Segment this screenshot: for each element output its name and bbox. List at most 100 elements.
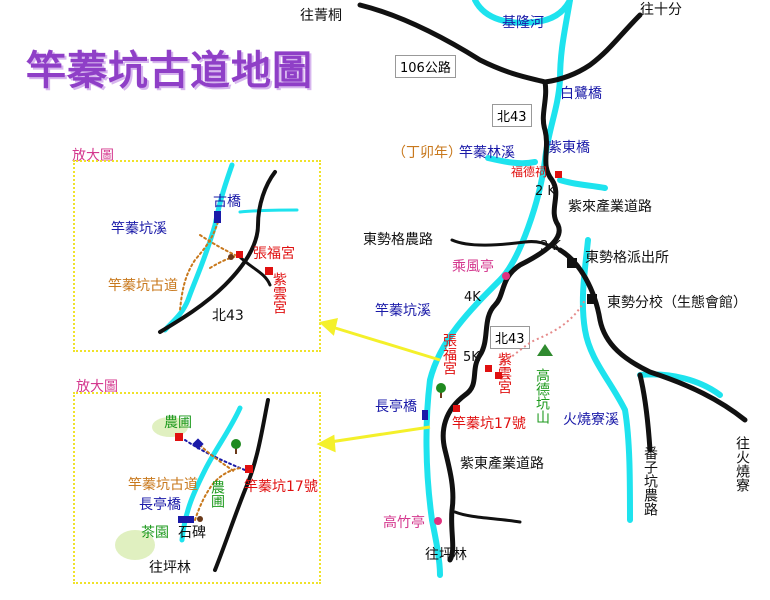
road-to-shifen (542, 12, 643, 85)
inset1-label-zhangfu: 張福宮 (253, 246, 295, 262)
label-chengfeng-pavilion: 乘風亭 (452, 258, 494, 275)
ganzhen-forest-creek (485, 155, 538, 167)
inset2-header: 放大圖 (76, 379, 118, 395)
road-to-jingtong (357, 2, 548, 85)
inset1-road (158, 170, 277, 334)
inset2-label-farm-v: 農圃 (209, 480, 225, 508)
old-trail-dotted (499, 299, 586, 366)
label-ganzhen-creek: 竿蓁坑溪 (375, 303, 431, 319)
label-dongshige-farm-road: 東勢格農路 (363, 232, 433, 248)
label-keelung-river: 基隆河 (502, 14, 544, 31)
inset1-bridge-marker (214, 211, 221, 223)
label-ziyun-temple: 紫雲宮 (496, 352, 512, 394)
road-to-huoshaoliao (557, 247, 748, 423)
map-title: 竿蓁坑古道地圖 (26, 47, 313, 94)
inset1-trail-c (209, 255, 239, 269)
inset1-ziyun-marker (265, 267, 273, 275)
road-fanzikeng (637, 372, 653, 453)
zidong-road (453, 510, 522, 524)
label-to-jingtong: 往菁桐 (300, 8, 342, 24)
label-k2: 2 K (535, 184, 556, 199)
inset2-bridge-marker-a (192, 438, 204, 450)
inset1-label-ziyun: 紫雲宮 (271, 272, 287, 314)
inset2-label-farm: 農圃 (164, 415, 192, 431)
label-gaozhu-pavilion: 高竹亭 (383, 514, 425, 531)
label-to-huoshaoliao: 往火燒寮 (734, 436, 750, 492)
inset1-zhangfu-marker (236, 251, 243, 258)
inset2-label-changting: 長亭橋 (139, 496, 181, 513)
label-school: 東勢分校（生態會館） (607, 294, 747, 311)
zhangfu-temple-marker (485, 365, 492, 372)
inset1-label-trail: 竿蓁坑古道 (108, 278, 178, 294)
label-no17: 竿蓁坑17號 (452, 416, 526, 432)
chengfeng-pavilion-marker (502, 272, 510, 280)
road-north43-label-mid: 北43 (490, 326, 530, 349)
inset2-no17-marker (245, 465, 253, 473)
keelung-river (472, 0, 573, 26)
inset2-tea-blob (115, 530, 155, 560)
police-station-marker (567, 258, 577, 268)
label-k5: 5K (463, 350, 480, 365)
inset1-trail-a (179, 221, 219, 311)
dongshige-farm-road (450, 238, 562, 252)
road-north43-label: 北43 (492, 104, 532, 127)
label-k4: 4K (464, 290, 481, 305)
arrow-to-inset1 (331, 325, 441, 362)
label-fanzikeng-road: 番子坑農路 (642, 446, 658, 516)
label-zhangfu-temple: 張福宮 (441, 333, 457, 375)
tree-icon (436, 383, 446, 398)
inset1-creek-branch (238, 208, 299, 214)
inset1-label-road: 北43 (212, 308, 244, 324)
huoshao-creek-east (637, 371, 723, 398)
label-k3: 3 K (540, 239, 561, 254)
label-dingmao: （丁卯年） (392, 145, 462, 161)
label-huoshao-creek: 火燒寮溪 (563, 411, 619, 428)
label-to-shifen: 往十分 (640, 2, 682, 18)
arrow-to-inset2 (329, 425, 431, 444)
gaode-mountain-marker (537, 344, 553, 356)
inset2-trail-c (194, 467, 241, 521)
huoshao-creek (579, 237, 633, 523)
inset2-label-no17: 竿蓁坑17號 (244, 479, 318, 495)
inset1-creek (162, 162, 235, 333)
inset2-road (213, 398, 270, 572)
label-gaode-mountain: 高德坑山 (534, 367, 550, 424)
changting-bridge-marker (422, 410, 428, 420)
branch-creek (557, 177, 608, 191)
inset2-farm-blob (152, 417, 188, 437)
gaozhu-pavilion-marker (434, 517, 442, 525)
inset1-road-spur (236, 253, 272, 287)
inset2-changting-marker (178, 516, 194, 523)
label-zidong-road: 紫東產業道路 (460, 455, 544, 472)
inset2-label-tea: 茶園 (141, 525, 169, 541)
inset2-creek (179, 405, 243, 543)
inset1-frame (73, 160, 321, 352)
inset1-stone-marker (228, 254, 234, 260)
label-to-pinglin: 往坪林 (425, 547, 467, 563)
inset2-farm-marker (175, 433, 183, 441)
label-zidong-bridge: 紫東橋 (548, 140, 590, 156)
inset1-label-creek: 竿蓁坑溪 (111, 221, 167, 237)
label-fude-shrine: 福德祠 (511, 164, 547, 179)
ziyun-temple-marker (495, 372, 502, 379)
inset2-label-stone: 石碑 (178, 525, 206, 541)
inset1-trail-b (199, 234, 236, 256)
label-changting-bridge: 長亭橋 (375, 398, 417, 415)
label-zilai-road: 紫來產業道路 (568, 198, 652, 215)
label-police-station: 東勢格派出所 (585, 250, 669, 266)
fude-shrine-marker (555, 171, 562, 178)
no17-marker (453, 405, 460, 412)
inset1-label-gu-bridge: 古橋 (213, 194, 241, 210)
road-106-label: 106公路 (395, 55, 456, 78)
label-ganzhen-forest-creek: 竿蓁林溪 (459, 145, 515, 161)
inset2-label-trail: 竿蓁坑古道 (128, 477, 198, 493)
inset2-label-to-pinglin: 往坪林 (149, 560, 191, 576)
label-bailu-bridge: 白鷺橋 (560, 86, 602, 102)
bailu-creek (423, 0, 573, 578)
inset2-tree-icon (231, 439, 241, 454)
school-marker (587, 294, 597, 304)
inset2-stone-marker (197, 516, 203, 522)
road-north43 (440, 79, 562, 563)
inset2-frame (73, 392, 321, 584)
